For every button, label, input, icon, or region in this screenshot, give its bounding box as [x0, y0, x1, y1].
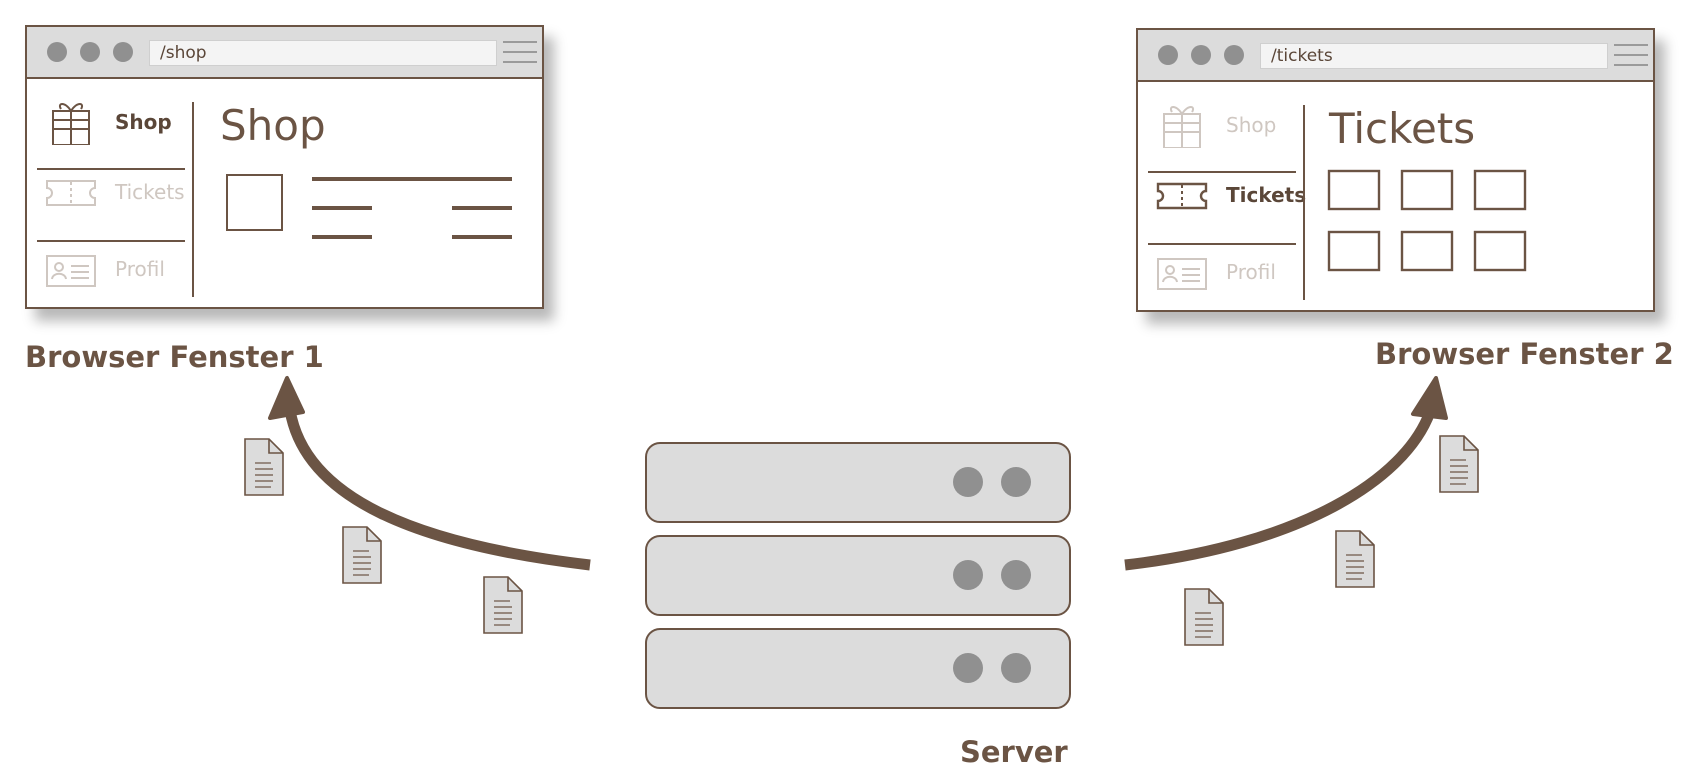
id-card-icon [1157, 258, 1207, 290]
menu-icon[interactable] [1614, 44, 1648, 66]
ticket-icon [1156, 182, 1208, 210]
document-icon [244, 438, 284, 496]
window-control-dot[interactable] [80, 42, 100, 62]
sidebar-item-label: Tickets [1226, 183, 1307, 207]
document-icon [483, 576, 523, 634]
server-caption: Server [960, 735, 1068, 769]
browser-window-1: /shop Shop Tickets [25, 25, 544, 309]
product-placeholder [226, 174, 512, 239]
sidebar-item-label: Tickets [115, 180, 185, 204]
window-control-dot[interactable] [47, 42, 67, 62]
image-placeholder [226, 174, 283, 231]
sidebar-divider [37, 168, 185, 170]
window-control-dot[interactable] [1224, 45, 1244, 65]
server-led [1001, 653, 1031, 683]
ticket-tile[interactable] [1473, 169, 1527, 211]
ticket-tile[interactable] [1473, 230, 1527, 272]
sidebar-separator [192, 102, 194, 297]
ticket-tile[interactable] [1327, 230, 1381, 272]
address-bar[interactable]: /tickets [1260, 43, 1608, 69]
ticket-tile[interactable] [1327, 169, 1381, 211]
window-control-dot[interactable] [1158, 45, 1178, 65]
ticket-tile[interactable] [1400, 230, 1454, 272]
server-led [1001, 560, 1031, 590]
arrow-to-window-1 [268, 376, 591, 571]
sidebar-item-label: Shop [1226, 113, 1277, 137]
window-1-caption: Browser Fenster 1 [25, 340, 324, 374]
server-led [953, 653, 983, 683]
server-icon [645, 442, 1071, 709]
server-led [953, 467, 983, 497]
sidebar-divider [1148, 243, 1296, 245]
sidebar-item-label: Shop [115, 110, 172, 134]
sidebar-separator [1303, 105, 1305, 300]
sidebar-item-profil[interactable]: Profil [37, 234, 185, 304]
page-title: Tickets [1329, 104, 1476, 153]
sidebar-divider [37, 240, 185, 242]
address-bar[interactable]: /shop [149, 40, 497, 66]
sidebar-item-shop[interactable]: Shop [37, 87, 185, 157]
title-bar: /tickets [1138, 30, 1653, 82]
window-control-dot[interactable] [113, 42, 133, 62]
sidebar-item-shop[interactable]: Shop [1148, 90, 1296, 160]
server-unit [645, 535, 1071, 616]
title-bar: /shop [27, 27, 542, 79]
server-unit [645, 442, 1071, 523]
document-icon [342, 526, 382, 584]
document-icon [1439, 435, 1479, 493]
window-control-dot[interactable] [1191, 45, 1211, 65]
server-led [953, 560, 983, 590]
menu-icon[interactable] [503, 41, 537, 63]
server-unit [645, 628, 1071, 709]
id-card-icon [46, 255, 96, 287]
page-title: Shop [220, 101, 326, 150]
sidebar-item-label: Profil [1226, 260, 1276, 284]
arrow-to-window-2 [1124, 376, 1448, 571]
sidebar-item-profil[interactable]: Profil [1148, 237, 1296, 307]
gift-icon [1163, 106, 1201, 148]
gift-icon [52, 103, 90, 145]
document-icon [1335, 530, 1375, 588]
window-2-caption: Browser Fenster 2 [1375, 337, 1674, 371]
browser-window-2: /tickets Shop Tickets [1136, 28, 1655, 312]
sidebar-item-label: Profil [115, 257, 165, 281]
ticket-grid [1327, 169, 1527, 272]
sidebar-item-tickets[interactable]: Tickets [1148, 160, 1306, 230]
sidebar-divider [1148, 171, 1296, 173]
ticket-tile[interactable] [1400, 169, 1454, 211]
sidebar-item-tickets[interactable]: Tickets [37, 157, 185, 227]
document-icon [1184, 588, 1224, 646]
ticket-icon [46, 180, 96, 206]
server-led [1001, 467, 1031, 497]
